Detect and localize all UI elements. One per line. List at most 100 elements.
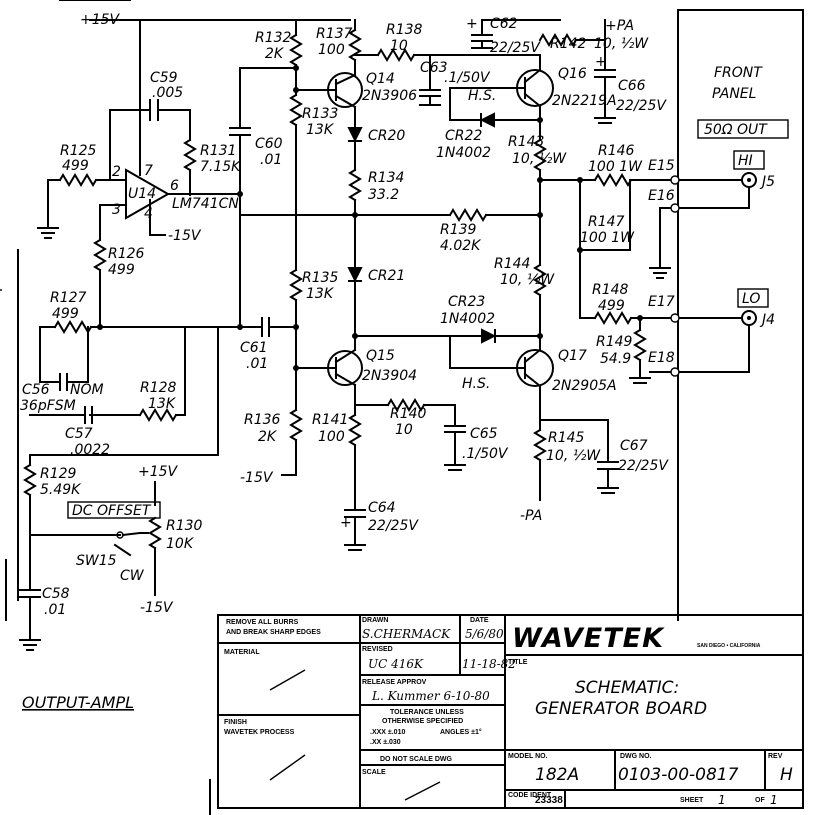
- u14-ref: U14: [128, 186, 156, 202]
- r143-ref: R143: [508, 134, 544, 150]
- diode-cr22: [479, 112, 495, 128]
- c66-ref: C66: [618, 78, 646, 94]
- c64-plus: +: [340, 515, 352, 531]
- r132-ref: R132: [255, 30, 292, 46]
- c60-val: .01: [260, 152, 282, 168]
- tb-dwg-val: 0103-00-0817: [618, 765, 739, 785]
- tb-drawn-date: 5/6/80: [465, 627, 504, 641]
- tb-tol-5: .XX ±.030: [370, 739, 401, 746]
- tb-of-hdr: OF: [755, 797, 765, 804]
- r128-val: 13K: [148, 396, 177, 412]
- r146-val: 100 1W: [588, 159, 643, 175]
- diode-cr21: [347, 267, 363, 283]
- r146-ref: R146: [598, 143, 635, 159]
- r134-ref: R134: [368, 170, 404, 186]
- r129-val: 5.49K: [40, 482, 82, 498]
- c63-ref: C63: [420, 60, 448, 76]
- c59-val: .005: [152, 85, 183, 101]
- resistor-r140: [386, 398, 426, 412]
- tb-tol-1: TOLERANCE UNLESS: [390, 709, 464, 716]
- q15-part: 2N3904: [362, 368, 417, 384]
- potentiometer-r130: [148, 516, 162, 550]
- title-block: REMOVE ALL BURRS AND BREAK SHARP EDGES D…: [217, 614, 804, 809]
- c61-ref: C61: [240, 340, 268, 356]
- r147-val: 100 1W: [580, 230, 635, 246]
- v15-neg-pot-label: -15V: [140, 600, 174, 616]
- resistor-r138: [376, 48, 416, 62]
- r139-ref: R139: [440, 222, 477, 238]
- resistor-r141: [348, 413, 362, 447]
- lo-box: [737, 288, 769, 308]
- tb-tol-3: .XXX ±.010: [370, 729, 405, 736]
- r140-val: 10: [395, 422, 413, 438]
- c56-val: 36pFSM: [20, 398, 76, 414]
- driver-section: R132 2K C60 .01 R133 13K R137 100 Q14 2N…: [219, 16, 541, 551]
- u14-pin2: 2: [112, 164, 121, 180]
- resistor-r144: [533, 263, 547, 297]
- r136-val: 2K: [258, 429, 278, 445]
- sw15-note: CW: [120, 568, 145, 584]
- lo-label: LO: [742, 291, 760, 307]
- resistor-r133: [289, 93, 303, 127]
- j5-label: J5: [759, 174, 775, 190]
- r130-ref: R130: [166, 518, 203, 534]
- c62-val: 22/25V: [490, 40, 541, 56]
- hi-label: HI: [738, 153, 753, 169]
- q14-part: 2N3906: [362, 88, 417, 104]
- r142-val: 10, ½W: [594, 36, 649, 52]
- terminal-e15: [670, 175, 680, 185]
- resistor-r139: [448, 208, 488, 222]
- r125-ref: R125: [60, 143, 97, 159]
- hs-bot-label: H.S.: [462, 376, 490, 392]
- e17-label: E17: [648, 294, 675, 310]
- r133-val: 13K: [306, 122, 335, 138]
- c62-plus: +: [466, 16, 478, 32]
- c64-val: 22/25V: [368, 518, 419, 534]
- out-box-label: 50Ω OUT: [704, 122, 768, 138]
- u14-part: LM741CN: [172, 196, 239, 212]
- v15-top-label: +15V: [80, 12, 121, 28]
- tb-no-scale: DO NOT SCALE DWG: [380, 756, 452, 763]
- tb-tol-4: ANGLES ±1°: [440, 728, 482, 736]
- section-label: OUTPUT-AMPL: [22, 693, 134, 712]
- u14-pin6: 6: [170, 178, 179, 194]
- r136-ref: R136: [244, 412, 281, 428]
- tb-date-hdr: DATE: [470, 617, 489, 624]
- r140-ref: R140: [390, 406, 427, 422]
- resistor-r127: [53, 320, 93, 334]
- opamp-section: +15V R125 499 C59 .005 R131 7.15K 2 3 7 …: [19, 12, 351, 712]
- tb-title-2: GENERATOR BOARD: [535, 699, 707, 719]
- resistor-r143: [533, 138, 547, 172]
- tb-revised-sig: UC 416K: [368, 657, 424, 671]
- r132-val: 2K: [265, 46, 285, 62]
- r142-ref: R142: [550, 36, 587, 52]
- c58-val: .01: [44, 602, 66, 618]
- r149-ref: R149: [596, 334, 633, 350]
- e18-label: E18: [648, 350, 675, 366]
- resistor-r126: [93, 238, 107, 272]
- resistor-r149: [633, 328, 647, 362]
- tb-rev-hdr: REV: [768, 753, 783, 760]
- r147-ref: R147: [588, 214, 625, 230]
- tb-drawn-hdr: DRAWN: [362, 617, 388, 624]
- r128-ref: R128: [140, 380, 177, 396]
- tb-code-hdr: CODE IDENT: [508, 792, 552, 799]
- resistor-r134: [348, 168, 362, 202]
- v15-neg-mid-label: -15V: [240, 470, 274, 486]
- r127-val: 499: [52, 306, 79, 322]
- output-section: +PA R142 10, ½W + C66 22/25V Q16 2N2219A…: [436, 18, 680, 524]
- r138-val: 10: [390, 38, 408, 54]
- q17-part: 2N2905A: [552, 378, 617, 394]
- panel-title-1: FRONT: [714, 65, 763, 81]
- r144-val: 10, ½W: [500, 272, 555, 288]
- r137-val: 100: [318, 42, 345, 58]
- tb-sheet-val: 1: [718, 793, 726, 807]
- r131-val: 7.15K: [200, 159, 242, 175]
- cr23-part: 1N4002: [440, 311, 495, 327]
- c65-ref: C65: [470, 426, 498, 442]
- cr22-ref: CR22: [445, 128, 482, 144]
- c57-ref: C57: [65, 426, 93, 442]
- terminal-e17: [670, 313, 680, 323]
- r149-val: 54.9: [600, 351, 631, 367]
